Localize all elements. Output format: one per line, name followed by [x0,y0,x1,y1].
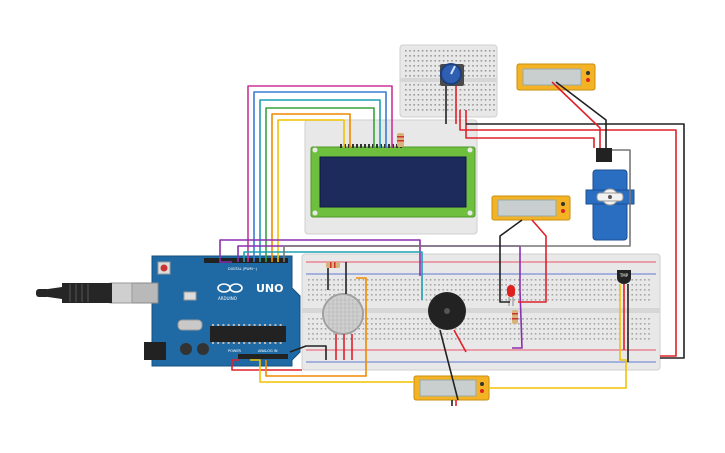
multimeter-middle[interactable] [491,195,571,221]
arduino-uno-board[interactable]: UNO ARDUINO DIGITAL (PWM~) POWER ANALOG … [129,255,301,367]
potentiometer[interactable] [440,63,464,86]
wire-servo-signal [283,149,631,262]
multimeter-top[interactable] [516,63,596,91]
wire-gnd [289,345,327,360]
wire-black-rail [466,123,685,359]
resistor[interactable] [326,262,340,268]
wire-teal [243,251,423,300]
red-led[interactable] [507,285,515,306]
wire-temp-yellow [489,284,627,389]
wire-red-rail [459,110,677,357]
analog-label: ANALOG IN [258,349,278,353]
usb-cable [36,282,133,304]
wire-meter-mid-red [518,219,547,303]
wire-lcd-d5 [259,99,381,262]
wire-yellow-bottom [250,359,414,383]
wire-lcd-d6 [253,91,387,262]
arduino-logo [217,283,243,293]
piezo-buzzer[interactable] [428,292,466,330]
gas-sensor[interactable] [322,293,364,335]
wire-black-meter [555,81,607,148]
multimeter-bottom[interactable] [413,375,490,401]
main-breadboard [301,253,661,371]
wire-5v [231,359,302,371]
wire-red-meter [551,81,601,148]
wire-purple-led [237,245,523,349]
digital-label: DIGITAL (PWM~) [228,267,258,271]
resistor[interactable] [512,310,518,324]
power-label: POWER [228,349,242,353]
temperature-sensor[interactable]: TMP [617,270,631,284]
wire-orange-gas [265,277,367,377]
resistor[interactable] [397,133,404,147]
temp-sensor-label: TMP [619,273,629,278]
wire-lcd-rs [277,119,345,262]
wire-lcd-en [271,113,351,262]
wire-lcd-d7 [247,85,393,262]
brand-label: ARDUINO [218,296,237,301]
model-label: UNO [256,282,284,295]
wire-lcd-d4 [265,107,375,262]
servo-motor[interactable] [585,148,635,241]
wire-meter-mid-black [499,219,523,303]
wires [219,81,685,406]
lcd-16x2[interactable] [310,144,476,218]
